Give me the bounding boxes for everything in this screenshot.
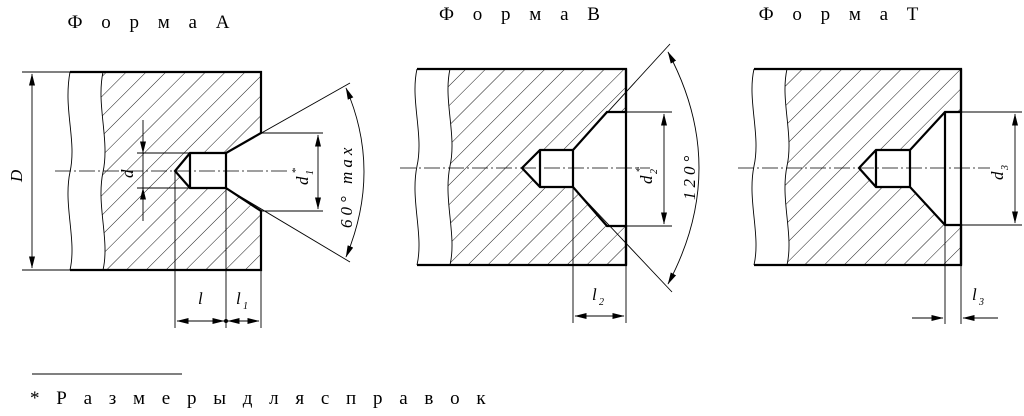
form-b-cone-ext-bottom (572, 186, 673, 293)
form-b-label-l2: l (592, 285, 597, 304)
form-b-label-angle: 120° (680, 152, 699, 200)
form-b-drill-tip-clear (522, 150, 540, 187)
form-b-label-d2-star: * (634, 167, 646, 173)
form-a-label-d1-sub: 1 (305, 170, 316, 175)
form-t-drill-tip-clear (859, 150, 876, 187)
form-b-angle-arc (667, 51, 700, 285)
form-b-label-d2: d (637, 175, 656, 184)
footnote-text: * Р а з м е р ы д л я с п р а в о к (30, 388, 492, 409)
form-a-label-d1-group: d 1 * (290, 168, 316, 186)
form-a-label-angle: 60° max (337, 144, 356, 228)
form-a-cone-ext-top (225, 82, 351, 154)
form-a: Ф о р м а A D d d 1 * 60° ma (7, 12, 365, 328)
form-a-title: Ф о р м а A (68, 12, 237, 33)
form-b-label-l2-sub: 2 (599, 297, 604, 308)
form-t-label-l3-sub: 3 (978, 297, 984, 308)
form-a-hole-clear (190, 153, 227, 188)
form-b-cone-ext-top (572, 43, 671, 151)
form-b-label-d2-sub: 2 (649, 169, 660, 174)
form-t-label-d3-sub: 3 (1000, 165, 1011, 171)
form-b-label-d2-group: d 2 * (634, 167, 660, 185)
form-t-label-l3: l (972, 285, 977, 304)
form-b-title: Ф о р м а B (439, 4, 607, 25)
form-a-label-D: D (7, 169, 26, 183)
form-a-drill-tip-clear (175, 153, 190, 188)
form-a-outline (70, 70, 263, 272)
form-b-break-lines (414, 68, 453, 266)
form-b-hole-clear (540, 150, 574, 187)
form-t-hole-clear (876, 150, 911, 187)
form-a-label-l: l (198, 289, 203, 308)
form-a-cone-ext-bottom (225, 187, 351, 263)
form-t-label-d3: d (988, 171, 1007, 180)
form-a-label-d1: d (293, 176, 312, 185)
form-a-label-l1-sub: 1 (243, 301, 248, 312)
form-t: Ф о р м а T d 3 l 3 (738, 4, 1022, 324)
form-a-label-l1: l (236, 289, 241, 308)
form-a-label-d1-star: * (290, 168, 302, 174)
form-b: Ф о р м а B d 2 * 120° l 2 (400, 4, 700, 323)
form-a-dimension-dot (224, 319, 228, 323)
form-t-title: Ф о р м а T (759, 4, 926, 25)
form-a-angle-arc (345, 87, 365, 258)
form-a-break-lines (67, 71, 106, 271)
form-t-label-d3-group: d 3 (988, 165, 1011, 180)
form-t-break-lines (751, 68, 790, 266)
form-a-label-d: d (118, 169, 137, 178)
